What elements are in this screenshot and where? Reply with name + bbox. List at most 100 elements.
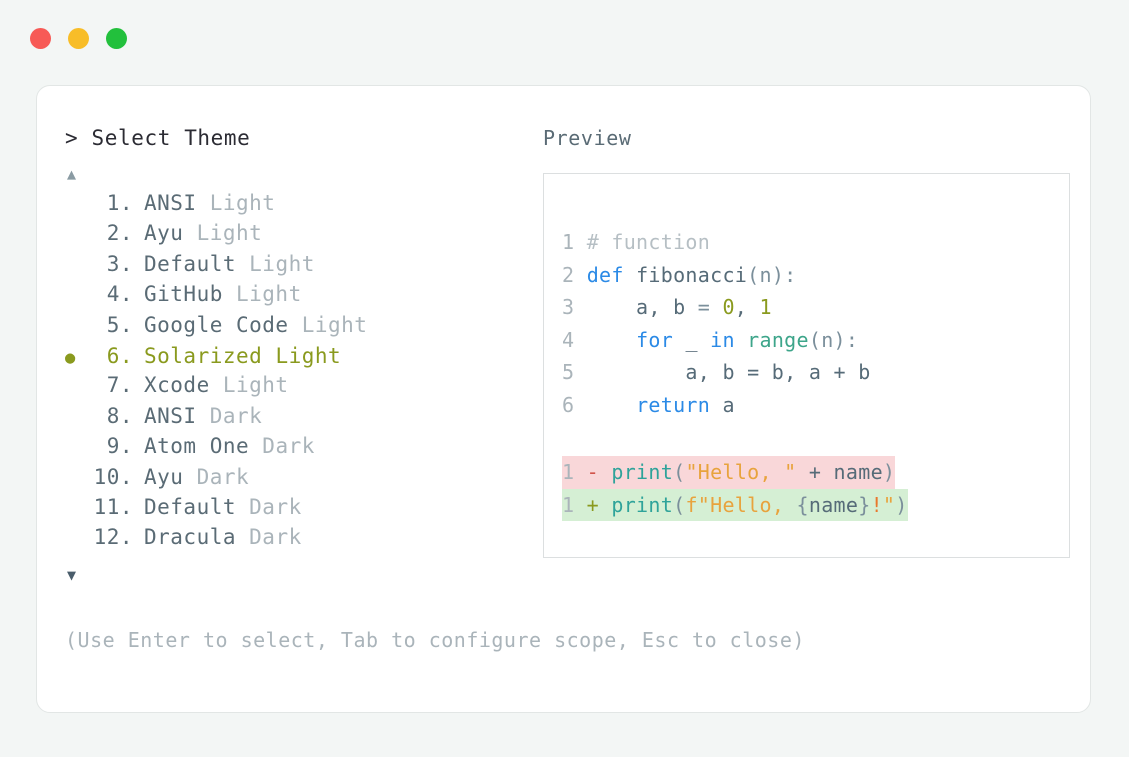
code-token: a <box>722 392 735 417</box>
close-button[interactable] <box>30 28 51 49</box>
code-token: ) <box>895 492 908 517</box>
theme-item-number: 7. <box>106 373 133 398</box>
code-token: print <box>611 460 674 484</box>
code-token: f"Hello, <box>685 492 797 517</box>
gutter-space <box>574 393 586 417</box>
code-token: def <box>586 262 637 287</box>
theme-item-name: Default <box>144 251 237 276</box>
theme-item-variant: Light <box>222 282 302 307</box>
page-title: > Select Theme <box>65 126 251 150</box>
gutter-space <box>574 328 586 352</box>
line-number: 3 <box>562 295 575 319</box>
code-token <box>587 328 636 352</box>
theme-item-number: 10. <box>93 464 133 489</box>
theme-item-variant: Dark <box>236 494 302 519</box>
theme-item-name: GitHub <box>144 282 223 307</box>
code-token: ! <box>870 492 883 517</box>
theme-item-variant: Light <box>288 312 368 337</box>
theme-item-variant: Light <box>209 373 289 398</box>
theme-item-name: ANSI <box>144 191 197 215</box>
theme-list-item[interactable]: 5.Google Code Light <box>65 313 535 343</box>
theme-item-variant: Light <box>262 343 342 368</box>
code-token: return <box>636 392 723 417</box>
theme-item-number: 11. <box>93 494 133 519</box>
theme-item-name: Default <box>144 494 237 519</box>
keyboard-hint: (Use Enter to select, Tab to configure s… <box>65 628 805 652</box>
theme-list-item[interactable]: 11. Default Dark <box>65 495 535 525</box>
code-token: = <box>697 295 723 319</box>
code-token: name <box>833 460 883 484</box>
theme-item-name: Ayu <box>144 464 184 489</box>
line-number: 6 <box>562 392 575 417</box>
theme-item-number: 1. <box>106 191 133 215</box>
code-token: a, b = b, a + b <box>586 360 871 384</box>
theme-list-item[interactable]: ●6.Solarized Light <box>65 343 535 373</box>
theme-item-variant: Light <box>183 221 263 246</box>
theme-item-name: Atom One <box>144 434 250 459</box>
code-token: } <box>858 492 871 517</box>
code-token <box>587 393 636 417</box>
theme-list-item[interactable]: 4. GitHub Light <box>65 282 535 312</box>
gutter-space <box>574 263 586 287</box>
code-token: " <box>882 492 896 517</box>
minimize-button[interactable] <box>68 28 89 49</box>
theme-list-item[interactable]: 7.Xcode Light <box>65 373 535 403</box>
code-token: in <box>710 327 748 352</box>
diff-sign: - <box>574 460 612 484</box>
theme-item-number: 2. <box>106 221 133 246</box>
code-token: (n): <box>747 262 797 287</box>
theme-list-item[interactable]: 10. Ayu Dark <box>65 465 535 495</box>
code-line: 6 return a <box>562 389 1069 422</box>
code-line: 3 a, b = 0, 1 <box>562 291 1069 324</box>
code-line: 2 def fibonacci(n): <box>562 259 1069 292</box>
theme-item-number: 3. <box>106 251 133 276</box>
code-token: (n): <box>808 327 859 352</box>
diff-line-added: 1 + print(f"Hello, {name}!") <box>562 488 908 521</box>
code-line: 5 a, b = b, a + b <box>562 356 1069 389</box>
theme-item-number: 9. <box>106 434 133 459</box>
theme-list-item[interactable]: 8.ANSI Dark <box>65 404 535 434</box>
code-token: 1 <box>759 295 772 319</box>
theme-list-item[interactable]: 2.Ayu Light <box>65 221 535 251</box>
code-token: name <box>808 492 859 517</box>
diff-sign: + <box>574 492 612 517</box>
theme-item-number: 4. <box>106 282 133 307</box>
theme-item-variant: Dark <box>249 434 315 459</box>
theme-item-variant: Light <box>236 251 315 276</box>
line-number: 1 <box>562 492 575 517</box>
window-controls <box>30 28 127 49</box>
scroll-up-icon[interactable]: ▲ <box>67 165 77 183</box>
theme-item-variant: Light <box>196 191 276 215</box>
scroll-down-icon[interactable]: ▼ <box>67 565 77 584</box>
theme-list-item[interactable]: 12.Dracula Dark <box>65 525 535 555</box>
theme-item-variant: Dark <box>183 464 250 489</box>
gutter-space <box>574 230 586 254</box>
code-token: # function <box>586 230 711 254</box>
theme-list-item[interactable]: 1. ANSI Light <box>65 191 535 221</box>
code-token: _ <box>685 327 711 352</box>
code-token: print <box>611 492 674 517</box>
theme-item-variant: Dark <box>236 525 302 550</box>
gutter-space <box>574 360 586 384</box>
line-number: 5 <box>562 360 575 384</box>
selected-bullet-icon: ● <box>65 347 76 368</box>
theme-item-name: Solarized <box>144 343 263 368</box>
code-token: ) <box>882 460 896 484</box>
theme-item-number: 12. <box>93 525 133 550</box>
code-token: a, b <box>586 295 698 319</box>
maximize-button[interactable] <box>106 28 127 49</box>
code-token: range <box>747 327 809 352</box>
code-token: { <box>796 492 809 517</box>
line-number: 4 <box>562 327 575 352</box>
theme-item-name: ANSI <box>144 403 197 428</box>
theme-item-variant: Dark <box>196 403 263 428</box>
theme-list-item[interactable]: 9. Atom One Dark <box>65 434 535 464</box>
theme-list-item[interactable]: 3. Default Light <box>65 252 535 282</box>
line-number: 1 <box>562 460 575 484</box>
theme-item-name: Google Code <box>144 312 289 337</box>
